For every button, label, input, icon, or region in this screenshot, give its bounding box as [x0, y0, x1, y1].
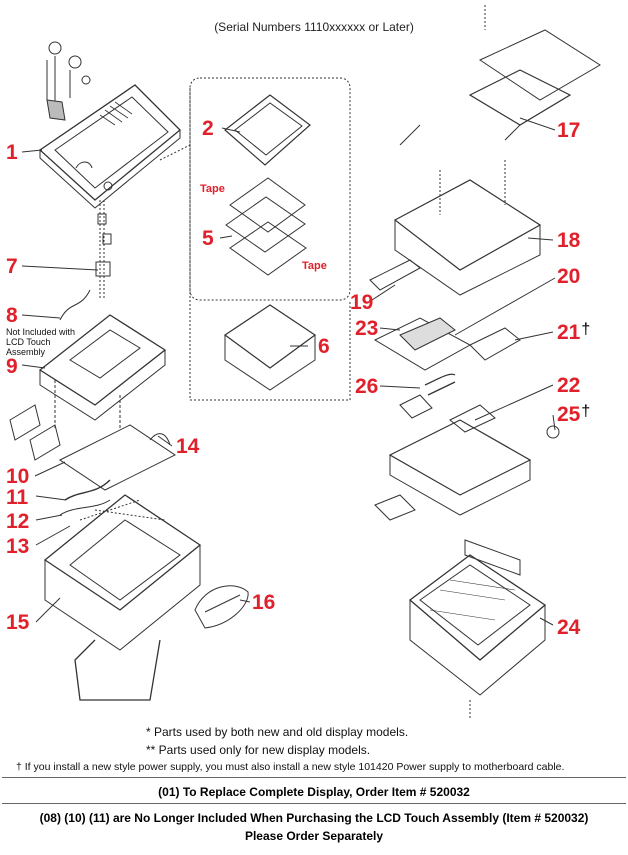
dagger-mark-21: †	[581, 321, 591, 338]
callout-13: 13	[6, 535, 30, 558]
callout-18: 18	[557, 229, 581, 252]
callout-24: 24	[557, 616, 581, 639]
callout-21-number: 21	[557, 321, 581, 344]
callout-25: 25†	[557, 403, 591, 426]
divider-middle	[2, 803, 626, 804]
exploded-parts-diagram	[9, 5, 601, 720]
callout-21: 21†	[557, 321, 591, 344]
callout-5: 5	[202, 227, 214, 250]
footnote-double-star: ** Parts used only for new display model…	[146, 743, 371, 757]
callout-1: 1	[6, 141, 18, 164]
no-longer-included-note: (08) (10) (11) are No Longer Included Wh…	[39, 811, 589, 825]
callout-23: 23	[355, 317, 379, 340]
replace-display-note: (01) To Replace Complete Display, Order …	[158, 785, 470, 799]
callout-11: 11	[6, 486, 29, 509]
not-included-note: Not Included with LCD Touch Assembly	[6, 327, 76, 357]
callout-10: 10	[6, 465, 30, 488]
callout-2: 2	[202, 117, 214, 140]
callout-16: 16	[252, 591, 276, 614]
callout-20: 20	[557, 265, 581, 288]
divider-top	[2, 777, 626, 778]
footnote-star: * Parts used by both new and old display…	[146, 725, 409, 739]
order-separately-note: Please Order Separately	[244, 829, 384, 843]
callout-19: 19	[350, 291, 374, 314]
callout-25-number: 25	[557, 403, 581, 426]
callout-22: 22	[557, 374, 581, 397]
callout-8: 8	[6, 304, 18, 327]
callout-9: 9	[6, 355, 18, 378]
footnote-dagger: † If you install a new style power suppl…	[16, 761, 565, 773]
callout-17: 17	[557, 119, 581, 142]
dagger-mark-25: †	[581, 403, 591, 420]
callout-7: 7	[6, 255, 18, 278]
callout-6: 6	[318, 335, 330, 358]
tape-label-top: Tape	[200, 183, 225, 195]
callout-14: 14	[176, 435, 200, 458]
callout-15: 15	[6, 611, 30, 634]
serial-number-note: (Serial Numbers 1110xxxxxx or Later)	[214, 20, 414, 34]
tape-label-bottom: Tape	[302, 260, 327, 272]
callout-12: 12	[6, 510, 30, 533]
callout-26: 26	[355, 375, 379, 398]
